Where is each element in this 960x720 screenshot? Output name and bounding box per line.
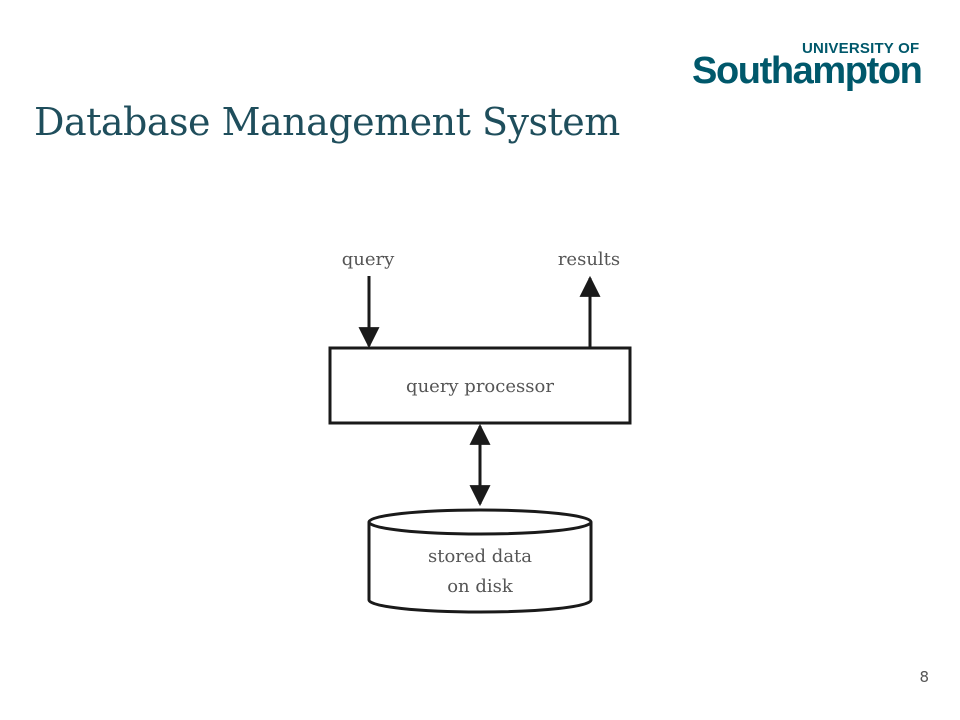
storage-label-line2: on disk xyxy=(447,576,514,597)
query-label: query xyxy=(342,249,395,270)
page-number: 8 xyxy=(919,668,929,686)
logo-line-southampton: Southampton xyxy=(692,50,923,92)
storage-label-line1: stored data xyxy=(428,546,532,567)
disk-body xyxy=(367,522,593,614)
logo-line-university-of: UNIVERSITY OF xyxy=(802,40,920,57)
university-logo: UNIVERSITY OF Southampton xyxy=(690,36,930,92)
disk-top xyxy=(367,508,593,536)
slide-title: Database Management System xyxy=(34,100,620,144)
results-label: results xyxy=(558,249,620,270)
disk-storage xyxy=(367,508,593,614)
query-processor-label: query processor xyxy=(406,376,554,397)
query-processor-box xyxy=(328,346,632,425)
